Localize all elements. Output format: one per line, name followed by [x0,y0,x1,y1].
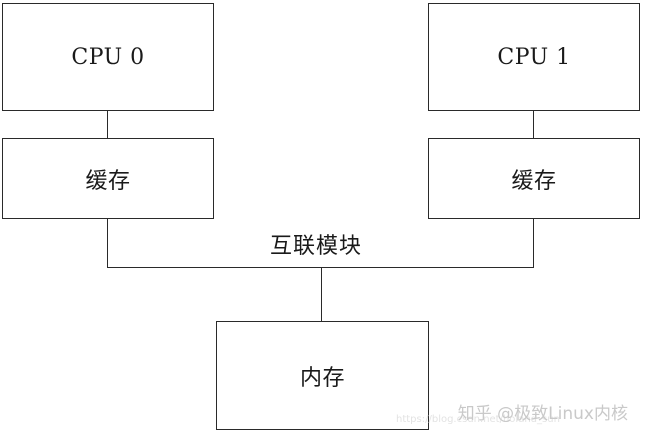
cpu0-cache0-connector [107,111,109,138]
cache0-label: 缓存 [85,168,131,194]
cache0-bus-connector [107,219,109,268]
cpu1-cache1-connector [533,111,535,138]
interconnect-bus [107,267,535,269]
cache0-box: 缓存 [2,138,214,219]
memory-box: 内存 [216,321,429,430]
cpu0-box: CPU 0 [2,3,214,111]
cpu1-label: CPU 1 [497,44,571,70]
cache1-bus-connector [533,219,535,268]
cache1-label: 缓存 [511,168,557,194]
bus-memory-connector [321,267,323,321]
cpu1-box: CPU 1 [428,3,640,111]
memory-label: 内存 [299,365,345,391]
cpu0-label: CPU 0 [71,44,145,70]
cache1-box: 缓存 [428,138,640,219]
interconnect-label: 互联模块 [270,234,363,259]
csdn-watermark: https://blog.csdn.net/holand_sun [396,414,560,425]
zhihu-watermark: 知乎 @极致Linux内核 [457,404,628,424]
